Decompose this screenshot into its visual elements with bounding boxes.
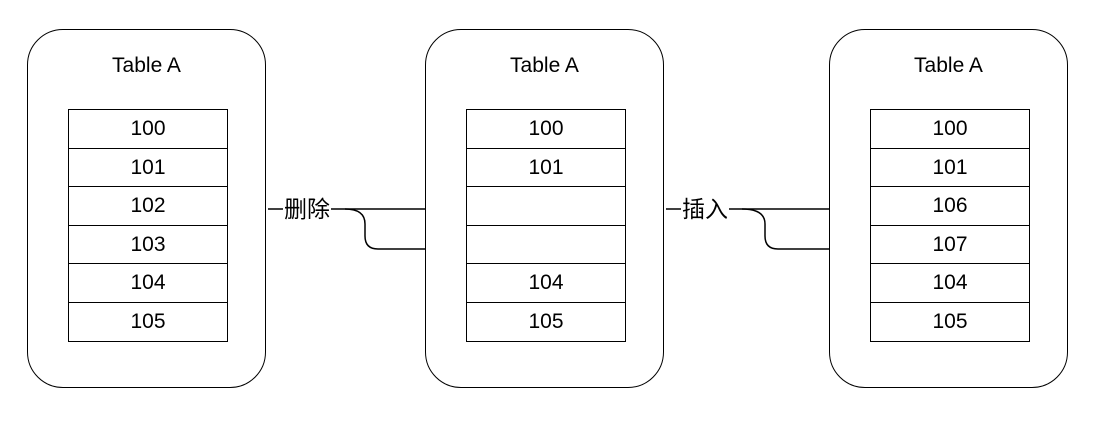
table-row: 100 [68, 109, 228, 149]
table-title: Table A [510, 54, 579, 77]
table-row: 101 [68, 147, 228, 188]
table-row: 100 [466, 109, 626, 149]
table-row: 101 [466, 147, 626, 188]
table-row: 105 [870, 301, 1030, 342]
table-title: Table A [914, 54, 983, 77]
table-rows: 100 101 104 105 [466, 109, 626, 342]
delete-label: 删除 [283, 196, 331, 224]
table-a-after-insert: Table A 100 101 106 107 104 105 [829, 29, 1068, 388]
table-row: 104 [870, 263, 1030, 303]
table-row-empty [466, 186, 626, 226]
table-row: 101 [870, 147, 1030, 188]
table-row: 104 [466, 263, 626, 303]
table-row: 100 [870, 109, 1030, 149]
table-row: 105 [68, 301, 228, 342]
table-a-after-delete: Table A 100 101 104 105 [425, 29, 664, 388]
table-row: 102 [68, 186, 228, 226]
table-a-before: Table A 100 101 102 103 104 105 [27, 29, 266, 388]
table-rows: 100 101 102 103 104 105 [68, 109, 228, 342]
table-row-empty [466, 224, 626, 265]
table-row: 107 [870, 224, 1030, 265]
table-row: 105 [466, 301, 626, 342]
table-row: 106 [870, 186, 1030, 226]
insert-label: 插入 [681, 196, 729, 224]
table-row: 104 [68, 263, 228, 303]
table-row: 103 [68, 224, 228, 265]
table-title: Table A [112, 54, 181, 77]
table-rows: 100 101 106 107 104 105 [870, 109, 1030, 342]
